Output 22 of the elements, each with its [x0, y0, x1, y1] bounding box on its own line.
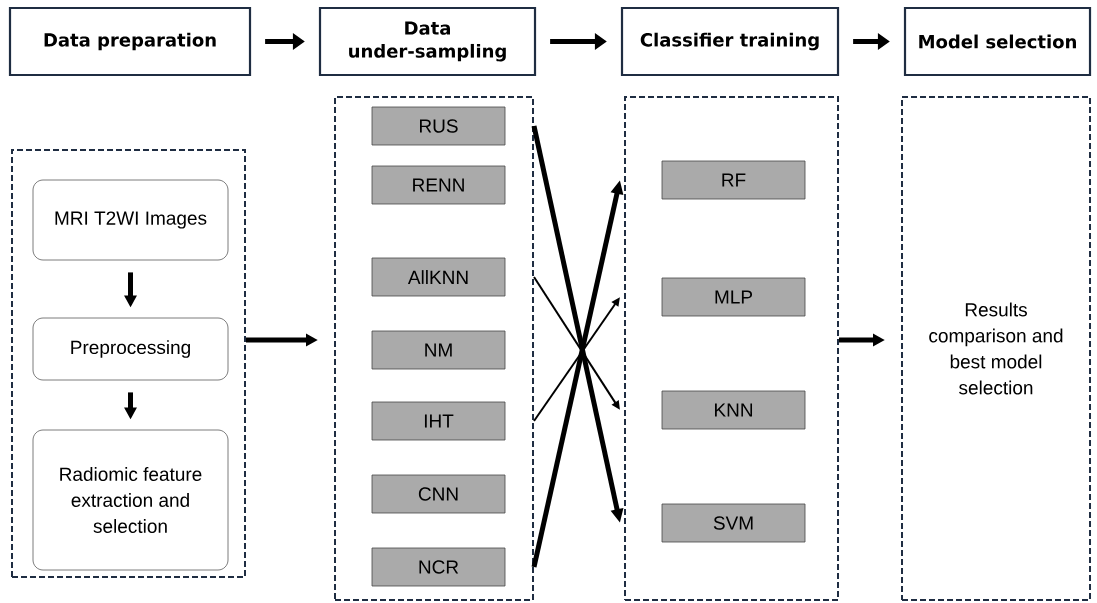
- method-box: RF: [661, 160, 806, 200]
- method-box: KNN: [661, 390, 806, 430]
- method-box: MLP: [661, 277, 806, 317]
- process-box: MRI T2WI Images: [32, 179, 229, 261]
- method-box: RENN: [371, 165, 506, 205]
- process-box: Radiomic feature extraction and selection: [32, 429, 229, 571]
- process-box: Preprocessing: [32, 317, 229, 381]
- method-box: NM: [371, 330, 506, 370]
- stage-box: Model selection: [903, 6, 1092, 77]
- dashed-panel: [334, 96, 534, 601]
- method-box: NCR: [371, 547, 506, 587]
- stage-box: Classifier training: [620, 6, 840, 77]
- dashed-panel: Results comparison and best model selection: [901, 96, 1091, 601]
- method-box: IHT: [371, 401, 506, 441]
- method-box: AllKNN: [371, 257, 506, 297]
- method-box: SVM: [661, 503, 806, 543]
- dashed-panel: [624, 96, 839, 601]
- method-box: RUS: [371, 106, 506, 146]
- stage-box: Data under-sampling: [318, 6, 537, 77]
- dashed-panel: [11, 149, 246, 578]
- method-box: CNN: [371, 474, 506, 514]
- stage-box: Data preparation: [8, 6, 252, 77]
